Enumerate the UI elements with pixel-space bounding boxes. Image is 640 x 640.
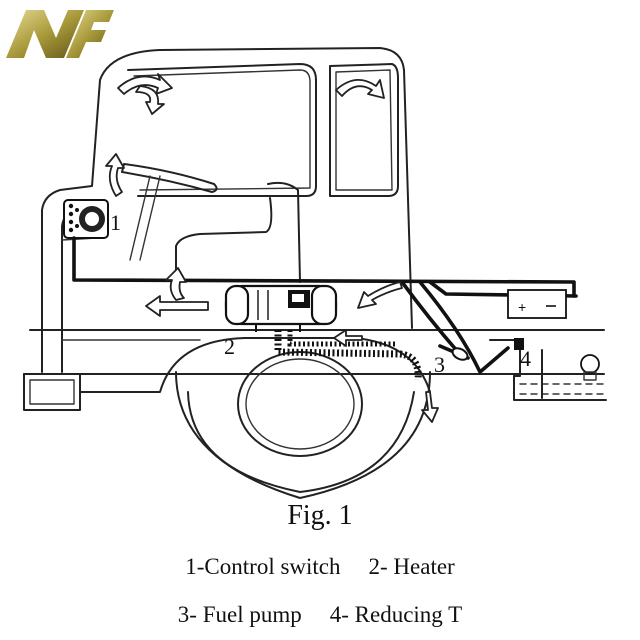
control-switch (63, 199, 109, 239)
legend-item-reducing-t: 4- Reducing T (329, 602, 463, 627)
legend-row-2: 3- Fuel pump 4- Reducing T (0, 602, 640, 628)
arrow-up-curved (165, 267, 187, 301)
legend-item-heater: 2- Heater (368, 554, 455, 579)
fuel-tank (489, 338, 607, 401)
legend-item-fuel-pump: 3- Fuel pump (177, 602, 302, 627)
callout-4: 4 (520, 346, 531, 371)
airflow-arrows (105, 73, 439, 423)
arrow-return (357, 281, 403, 309)
legend-item-control-switch: 1-Control switch (185, 554, 341, 579)
fuel-pump (438, 344, 470, 361)
arrow-windshield-top (117, 73, 173, 95)
nf-logo (6, 10, 114, 58)
figure-caption: Fig. 1 (287, 500, 353, 531)
svg-text:+: + (518, 299, 526, 315)
logo-mark (6, 10, 114, 58)
arrow-left (145, 295, 209, 317)
wiring-harness (72, 236, 578, 374)
arrow-dash-up (105, 153, 125, 197)
callout-numbers: 1 2 3 4 (110, 210, 531, 377)
callout-3: 3 (434, 352, 445, 377)
arrow-windshield-curve (135, 85, 165, 115)
callout-2: 2 (224, 334, 235, 359)
arrow-side-window (335, 79, 385, 99)
air-heater (224, 284, 338, 332)
arrow-fuel-in (333, 329, 363, 347)
front-wheel (175, 351, 431, 499)
legend-row-1: 1-Control switch 2- Heater (0, 554, 640, 580)
cab-windows (127, 63, 399, 197)
callout-1: 1 (110, 210, 121, 235)
arrow-exhaust-down (421, 391, 439, 423)
exhaust-hose (274, 330, 422, 381)
battery: + (507, 289, 567, 319)
